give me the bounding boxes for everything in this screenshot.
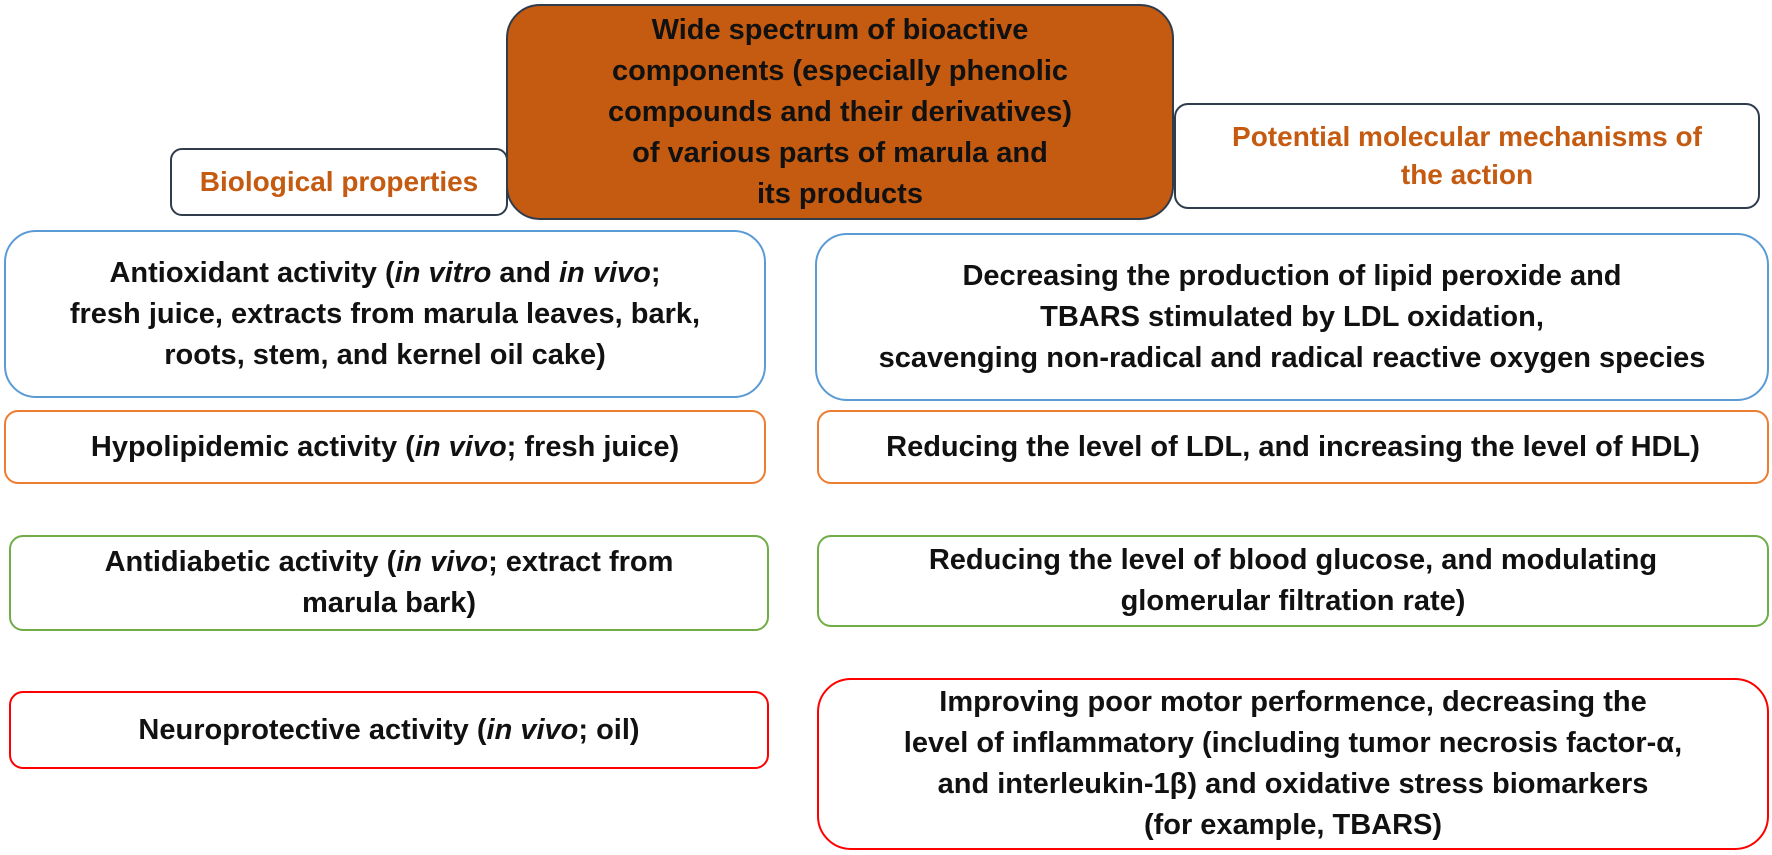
central-title-box: Wide spectrum of bioactive components (e… [506, 4, 1174, 220]
antioxidant-mechanism-text: Decreasing the production of lipid perox… [879, 256, 1706, 379]
antioxidant-line-2: fresh juice, extracts from marula leaves… [69, 297, 701, 330]
hypolipidemic-activity-text: Hypolipidemic activity (in vivo; fresh j… [91, 427, 679, 468]
italic-text-run: in vitro [394, 256, 492, 289]
text-run: ; oil) [578, 713, 640, 746]
mechanism-line: glomerular filtration rate) [1120, 585, 1466, 617]
mechanism-line: (for example, TBARS) [1143, 809, 1443, 841]
hypolipidemic-mechanism-box: Reducing the level of LDL, and increasin… [817, 410, 1769, 484]
central-title-line: its products [757, 177, 923, 210]
mechanisms-header-line: Potential molecular mechanisms of [1232, 121, 1702, 152]
antioxidant-activity-box: Antioxidant activity (in vitro and in vi… [4, 230, 766, 398]
antidiabetic-line-2: marula bark) [301, 587, 477, 619]
mechanism-line: and interleukin-1β) and oxidative stress… [937, 768, 1649, 800]
neuroprotective-mechanism-text: Improving poor motor performence, decrea… [904, 682, 1682, 846]
antioxidant-mechanism-box: Decreasing the production of lipid perox… [815, 233, 1769, 401]
mechanism-line: scavenging non-radical and radical react… [878, 341, 1706, 374]
mechanism-line: Decreasing the production of lipid perox… [962, 259, 1622, 292]
hypolipidemic-mechanism-text: Reducing the level of LDL, and increasin… [886, 427, 1700, 468]
neuroprotective-activity-text: Neuroprotective activity (in vivo; oil) [138, 710, 639, 751]
neuroprotective-activity-box: Neuroprotective activity (in vivo; oil) [9, 691, 769, 769]
italic-text-run: in vivo [396, 546, 489, 578]
text-run: ; [650, 256, 661, 289]
central-title-line: Wide spectrum of bioactive [651, 13, 1029, 46]
hypolipidemic-line: Hypolipidemic activity (in vivo; fresh j… [91, 427, 679, 468]
antidiabetic-mechanism-text: Reducing the level of blood glucose, and… [929, 540, 1657, 622]
italic-text-run: in vivo [486, 713, 579, 746]
antidiabetic-mechanism-box: Reducing the level of blood glucose, and… [817, 535, 1769, 627]
text-run: Antioxidant activity ( [109, 256, 395, 289]
text-run: ; fresh juice) [506, 430, 680, 463]
central-title-line: of various parts of marula and [632, 136, 1048, 169]
text-run: Hypolipidemic activity ( [90, 430, 415, 463]
mechanisms-header-text: Potential molecular mechanisms of the ac… [1232, 118, 1702, 194]
antidiabetic-activity-box: Antidiabetic activity (in vivo; extract … [9, 535, 769, 631]
hypolipidemic-activity-box: Hypolipidemic activity (in vivo; fresh j… [4, 410, 766, 484]
central-title-line: components (especially phenolic [611, 54, 1069, 87]
text-run: ; extract from [488, 546, 674, 578]
antioxidant-line-3: roots, stem, and kernel oil cake) [164, 338, 606, 371]
text-run: Neuroprotective activity ( [138, 713, 487, 746]
biological-properties-header: Biological properties [170, 148, 508, 216]
mechanism-line: Reducing the level of blood glucose, and… [928, 544, 1658, 576]
central-title-line: compounds and their derivatives) [607, 95, 1073, 128]
central-title-text: Wide spectrum of bioactive components (e… [608, 10, 1072, 215]
mechanism-line: TBARS stimulated by LDL oxidation, [1040, 300, 1544, 333]
italic-text-run: in vivo [414, 430, 507, 463]
mechanisms-header: Potential molecular mechanisms of the ac… [1174, 103, 1760, 209]
mechanism-line: Improving poor motor performence, decrea… [939, 686, 1647, 718]
italic-text-run: in vivo [559, 256, 651, 289]
antioxidant-line-1: Antioxidant activity (in vitro and in vi… [70, 253, 700, 294]
antioxidant-activity-text: Antioxidant activity (in vitro and in vi… [70, 253, 700, 376]
mechanism-line: Reducing the level of LDL, and increasin… [886, 430, 1700, 463]
antidiabetic-activity-text: Antidiabetic activity (in vivo; extract … [105, 542, 674, 624]
mechanisms-header-line: the action [1400, 159, 1534, 190]
antidiabetic-line-1: Antidiabetic activity (in vivo; extract … [105, 542, 674, 583]
text-run: Antidiabetic activity ( [104, 546, 397, 578]
text-run: and [491, 256, 559, 289]
mechanism-line: level of inflammatory (including tumor n… [903, 727, 1683, 759]
neuroprotective-line: Neuroprotective activity (in vivo; oil) [138, 710, 639, 751]
neuroprotective-mechanism-box: Improving poor motor performence, decrea… [817, 678, 1769, 850]
biological-properties-label: Biological properties [199, 166, 479, 197]
